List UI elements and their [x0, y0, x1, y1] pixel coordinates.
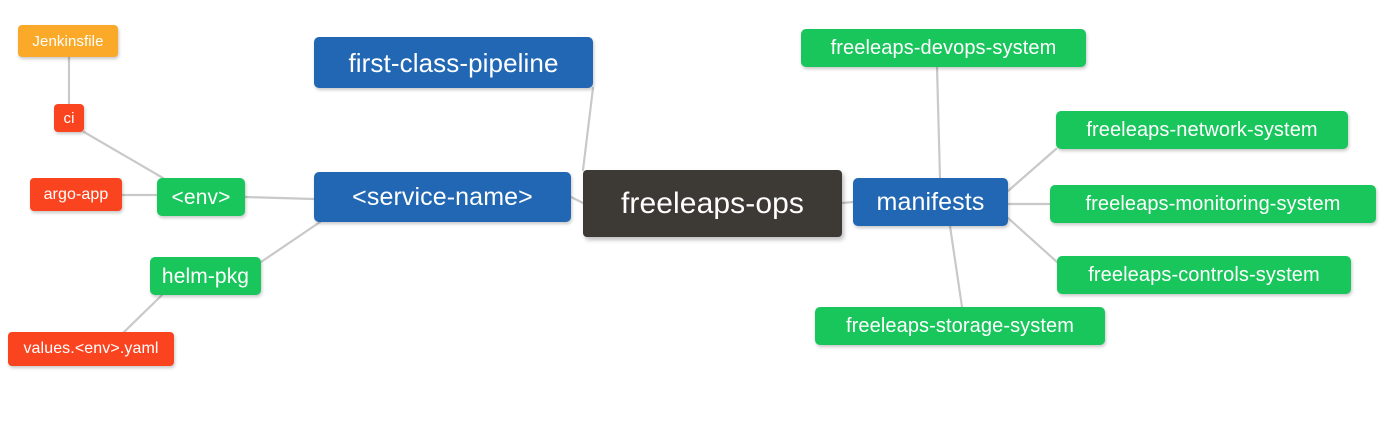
edge-manifests-to-freeleaps-controls-system: [1006, 216, 1059, 264]
edge-service-name-to-helm-pkg: [259, 220, 322, 264]
node-freeleaps-network-system[interactable]: freeleaps-network-system: [1056, 111, 1348, 149]
edge-manifests-to-freeleaps-network-system: [1006, 147, 1058, 193]
node-env[interactable]: <env>: [157, 178, 245, 216]
node-values-env-yaml[interactable]: values.<env>.yaml: [8, 332, 174, 366]
edge-freeleaps-ops-to-manifests: [840, 200, 855, 205]
node-freeleaps-monitoring-system[interactable]: freeleaps-monitoring-system: [1050, 185, 1376, 223]
node-first-class-pipeline[interactable]: first-class-pipeline: [314, 37, 593, 88]
node-helm-pkg[interactable]: helm-pkg: [150, 257, 261, 295]
node-jenkinsfile[interactable]: Jenkinsfile: [18, 25, 118, 57]
node-freeleaps-ops[interactable]: freeleaps-ops: [583, 170, 842, 237]
node-manifests[interactable]: manifests: [853, 178, 1008, 226]
edge-service-name-to-freeleaps-ops: [569, 195, 585, 205]
node-freeleaps-devops-system[interactable]: freeleaps-devops-system: [801, 29, 1086, 67]
edge-manifests-to-freeleaps-storage-system: [948, 224, 964, 309]
edge-env-to-service-name: [243, 195, 316, 201]
edge-helm-pkg-to-values-env-yaml: [122, 293, 164, 334]
edge-first-class-pipeline-to-freeleaps-ops: [581, 86, 595, 172]
node-freeleaps-storage-system[interactable]: freeleaps-storage-system: [815, 307, 1105, 345]
node-ci[interactable]: ci: [54, 104, 84, 132]
node-argo-app[interactable]: argo-app: [30, 178, 122, 211]
edge-manifests-to-freeleaps-devops-system: [935, 65, 942, 180]
node-service-name[interactable]: <service-name>: [314, 172, 571, 222]
edge-ci-to-env: [82, 130, 165, 180]
node-freeleaps-controls-system[interactable]: freeleaps-controls-system: [1057, 256, 1351, 294]
